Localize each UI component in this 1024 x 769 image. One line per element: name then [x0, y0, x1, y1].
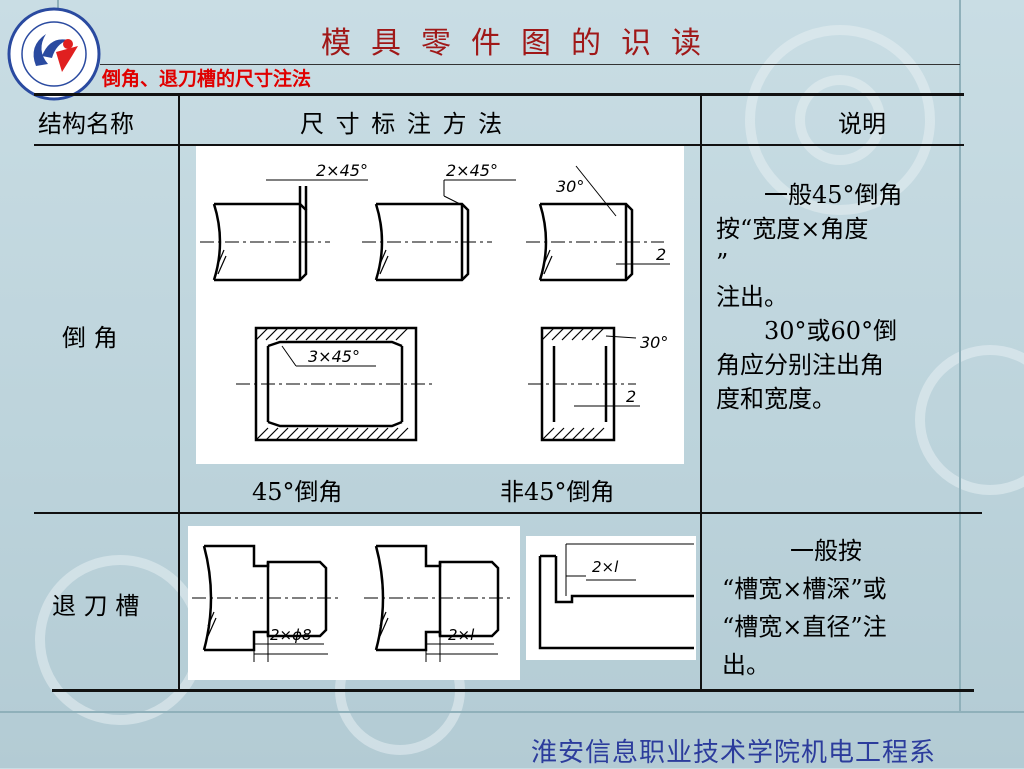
desc-line: 一般按	[790, 537, 862, 565]
dim-undercut-2: 2×l	[448, 626, 475, 644]
dim-angle-1: 30°	[556, 177, 584, 196]
footer-department: 淮安信息职业技术学院机电工程系	[530, 738, 936, 768]
row-name-chamfer: 倒 角	[62, 324, 118, 352]
row-divider	[34, 512, 982, 514]
desc-line: 一般45°倒角	[764, 181, 903, 209]
dim-undercut-1: 2×ϕ8	[270, 626, 312, 644]
desc-line: “槽宽×槽深”或	[722, 575, 887, 603]
title-rule	[100, 64, 960, 65]
dim-width-1: 2	[656, 245, 666, 264]
caption-non45-chamfer: 非45°倒角	[500, 478, 615, 506]
desc-line: 出。	[722, 651, 770, 679]
undercut-drawing: 2×ϕ8 2×l	[188, 526, 520, 680]
chamfer-drawing: 2×45° 2×45° 30° 2 3×45° 30° 2	[196, 146, 684, 464]
col-divider-1	[178, 95, 180, 691]
undercut-description: 一般按 “槽宽×槽深”或 “槽宽×直径”注 出。	[722, 532, 1002, 684]
desc-line: ”	[716, 249, 729, 277]
desc-line: 按“宽度×角度	[716, 215, 869, 243]
dim-chamfer-1: 2×45°	[316, 161, 368, 180]
table-top-rule	[34, 93, 964, 96]
section-subtitle: 倒角、退刀槽的尺寸注法	[102, 68, 312, 90]
page-title: 模具零件图的识读	[321, 26, 721, 61]
dim-width-2: 2	[626, 387, 636, 406]
col-divider-2	[700, 95, 702, 691]
dim-angle-2: 30°	[640, 333, 668, 352]
college-logo-icon	[7, 7, 101, 101]
header-description: 说明	[838, 110, 886, 138]
dim-undercut-3: 2×l	[592, 558, 619, 576]
internal-undercut-drawing: 2×l	[526, 536, 696, 660]
table-bottom-rule	[52, 689, 974, 692]
page-title-wrap: 模具零件图的识读	[0, 18, 1024, 62]
dim-chamfer-3: 3×45°	[308, 347, 360, 366]
desc-line: 角应分别注出角	[716, 351, 884, 379]
caption-45-chamfer: 45°倒角	[252, 478, 343, 506]
desc-line: “槽宽×直径”注	[722, 613, 887, 641]
dim-chamfer-2: 2×45°	[446, 161, 498, 180]
desc-line: 注出。	[716, 283, 788, 311]
desc-line: 度和宽度。	[716, 385, 836, 413]
desc-line: 30°或60°倒	[764, 317, 898, 345]
header-structure-name: 结构名称	[38, 110, 134, 138]
row-name-undercut: 退 刀 槽	[52, 592, 140, 620]
header-dimension-method: 尺 寸 标 注 方 法	[300, 110, 505, 138]
header-rule	[34, 144, 964, 146]
chamfer-description: 一般45°倒角 按“宽度×角度 ” 注出。 30°或60°倒 角应分别注出角 度…	[716, 178, 966, 416]
